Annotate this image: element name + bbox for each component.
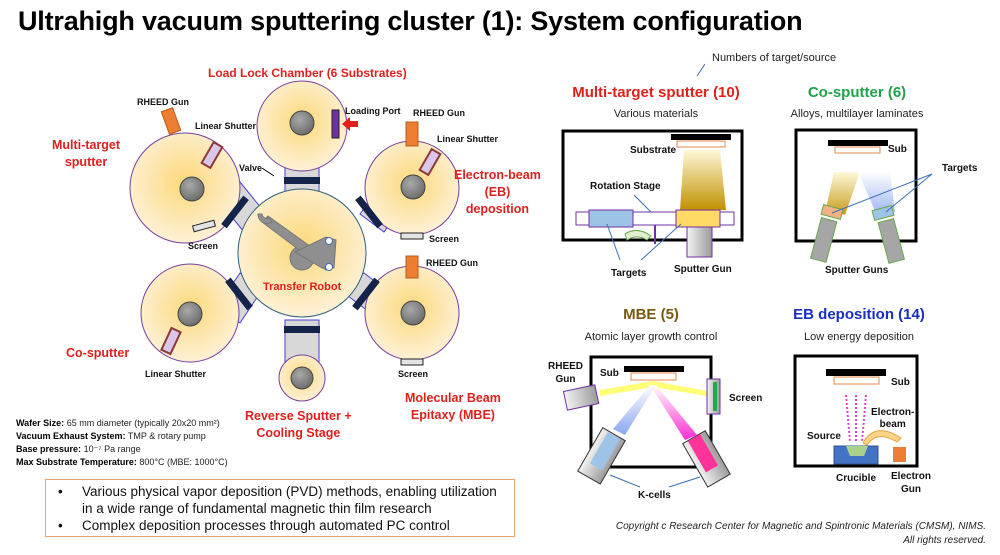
- rheed-gun-label: RHEED Gun: [548, 361, 584, 385]
- rheed-gun-label: RHEED Gun: [413, 108, 466, 118]
- spec-vacuum-exhaust: Vacuum Exhaust System: TMP & rotary pump: [16, 431, 206, 441]
- valve-label: Valve: [239, 163, 263, 173]
- electron-gun-label: Electron Gun: [891, 471, 932, 495]
- rheed-guns: [160, 107, 419, 279]
- crucible-label: Crucible: [836, 473, 877, 484]
- panel-multi-target-subtitle: Various materials: [613, 108, 699, 120]
- targets-label: Targets: [611, 268, 647, 279]
- robot-arm-icon: [257, 213, 337, 271]
- bullet-item: Complex deposition processes through aut…: [58, 517, 504, 534]
- panel-mbe-diagram: [562, 355, 731, 488]
- screen-label: Screen: [398, 369, 429, 379]
- spec-wafer-size: Wafer Size: 65 mm diameter (typically 20…: [16, 418, 220, 428]
- multi-target-label: Multi-target sputter: [52, 138, 121, 169]
- load-lock-label: Load Lock Chamber (6 Substrates): [208, 66, 407, 80]
- rheed-gun-label: RHEED Gun: [137, 97, 190, 107]
- copyright: Copyright c Research Center for Magnetic…: [615, 521, 986, 546]
- panel-eb-diagram: [793, 354, 919, 468]
- summary-box: Various physical vapor deposition (PVD) …: [45, 479, 515, 537]
- page-title: Ultrahigh vacuum sputtering cluster (1):…: [18, 6, 803, 36]
- screen-label: Screen: [429, 234, 460, 244]
- co-sputter-label: Co-sputter: [66, 346, 130, 360]
- panel-co-sputter-diagram: [794, 128, 933, 264]
- eb-label: Electron-beam (EB) deposition: [454, 168, 541, 216]
- targets-label: Targets: [942, 163, 978, 174]
- transfer-robot-label: Transfer Robot: [263, 281, 342, 293]
- chamber-reverse-sputter: [278, 354, 326, 402]
- loading-port-label: Loading Port: [345, 106, 401, 116]
- source-label: Source: [807, 431, 841, 442]
- rheed-gun-label: RHEED Gun: [426, 258, 479, 268]
- panel-multi-target-title: Multi-target sputter (10): [572, 84, 740, 101]
- chamber-co-sputter: [140, 263, 240, 363]
- sub-label: Sub: [888, 144, 907, 155]
- linear-shutter-label: Linear Shutter: [437, 134, 499, 144]
- linear-shutter-label: Linear Shutter: [195, 121, 257, 131]
- chamber-mbe: [364, 265, 460, 361]
- panel-co-sputter-title: Co-sputter (6): [807, 84, 907, 101]
- kcells-label: K-cells: [638, 490, 671, 501]
- sub-label: Sub: [891, 377, 910, 388]
- reverse-sputter-label: Reverse Sputter + Cooling Stage: [245, 409, 352, 440]
- screen-label: Screen: [729, 393, 763, 404]
- valve-pointer: [261, 167, 275, 177]
- chamber-multi-target: [129, 132, 241, 244]
- chamber-eb: [364, 140, 460, 236]
- gate-valves: [221, 177, 383, 333]
- loading-arrow-icon: [342, 117, 358, 131]
- electron-beam-label: Electron- beam: [871, 407, 915, 430]
- sputter-gun-label: Sputter Gun: [674, 264, 732, 275]
- panel-eb-title: EB deposition (14): [793, 306, 925, 323]
- linear-shutter-label: Linear Shutter: [145, 369, 207, 379]
- panel-mbe-title: MBE (5): [623, 306, 679, 323]
- loading-port: [331, 109, 340, 139]
- screen-label: Screen: [188, 241, 219, 251]
- mbe-label: Molecular Beam Epitaxy (MBE): [405, 391, 501, 422]
- spec-base-pressure: Base pressure: 10⁻⁷ Pa range: [16, 444, 141, 454]
- linear-shutters: [160, 140, 442, 356]
- spec-max-temp: Max Substrate Temperature: 800°C (MBE: 1…: [16, 457, 228, 467]
- rotation-stage-label: Rotation Stage: [590, 181, 661, 192]
- panel-mbe-subtitle: Atomic layer growth control: [584, 331, 718, 343]
- bullet-item: Various physical vapor deposition (PVD) …: [58, 483, 504, 517]
- numbers-note: Numbers of target/source: [712, 52, 837, 64]
- sub-label: Sub: [600, 368, 619, 379]
- substrate-label: Substrate: [630, 145, 677, 156]
- screens: [191, 219, 424, 366]
- panel-co-sputter-subtitle: Alloys, multilayer laminates: [790, 108, 924, 120]
- sputter-guns-label: Sputter Guns: [825, 265, 889, 276]
- panel-multi-target-diagram: [561, 129, 744, 261]
- panel-eb-subtitle: Low energy deposition: [803, 331, 915, 343]
